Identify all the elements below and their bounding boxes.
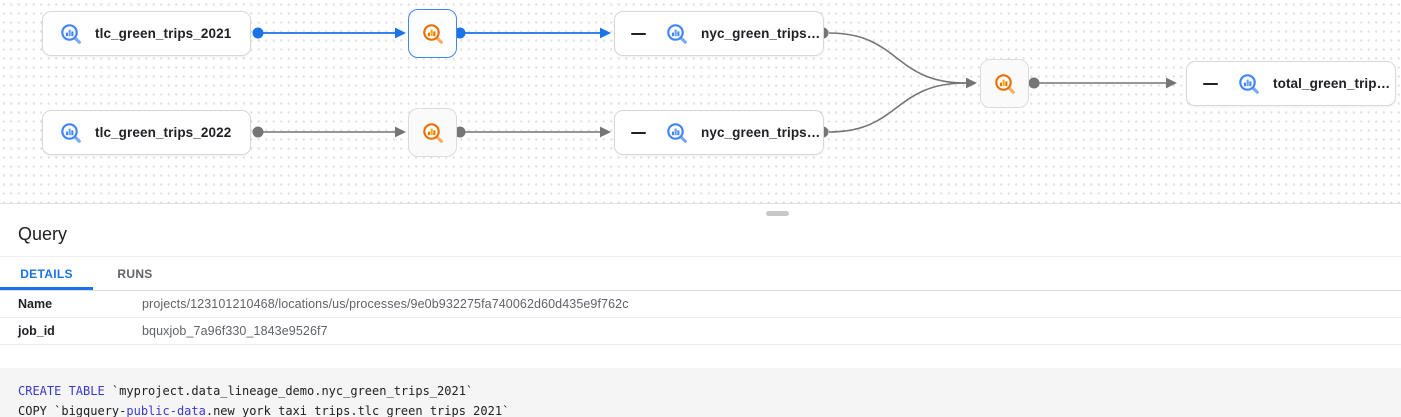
bigquery-table-icon	[667, 23, 687, 44]
panel-title: Query	[18, 224, 68, 244]
edge-nyc2021-merge	[828, 32, 967, 84]
detail-row-name: Name projects/123101210468/locations/us/…	[0, 291, 1401, 318]
node-process-job-2021[interactable]	[408, 9, 457, 58]
detail-label: job_id	[18, 324, 55, 338]
sql-keyword: public-data	[126, 404, 206, 417]
sql-line: CREATE TABLE `myproject.data_lineage_dem…	[18, 381, 1401, 401]
detail-label: Name	[18, 297, 53, 311]
output-port[interactable]	[1028, 77, 1040, 89]
divider	[0, 256, 1401, 257]
collapse-icon[interactable]	[631, 131, 646, 134]
detail-row-job-id: job_id bquxjob_7a96f330_1843e9526f7	[0, 318, 1401, 345]
node-label: nyc_green_trips…	[701, 26, 821, 41]
node-nyc-green-trips-2022[interactable]: nyc_green_trips…	[614, 110, 824, 155]
node-label: total_green_trip…	[1273, 76, 1391, 91]
node-tlc-green-trips-2021[interactable]: tlc_green_trips_2021	[42, 11, 251, 56]
bigquery-process-icon	[422, 122, 443, 143]
tab-runs[interactable]: RUNS	[117, 266, 153, 281]
node-label: nyc_green_trips…	[701, 125, 821, 140]
details-panel: Query DETAILS RUNS Name projects/1231012…	[0, 204, 1401, 417]
arrowhead-icon	[1166, 77, 1177, 89]
node-total-green-trips[interactable]: total_green_trip…	[1186, 61, 1396, 106]
node-label: tlc_green_trips_2022	[95, 125, 232, 140]
detail-value: projects/123101210468/locations/us/proce…	[142, 297, 629, 311]
arrowhead-icon	[966, 77, 977, 89]
sql-text: `myproject.data_lineage_demo.nyc_green_t…	[104, 384, 474, 398]
tab-details[interactable]: DETAILS	[20, 266, 73, 281]
arrowhead-icon	[600, 27, 611, 39]
node-process-merge-job[interactable]	[980, 59, 1029, 108]
bigquery-table-icon	[1239, 73, 1259, 94]
output-port[interactable]	[252, 27, 264, 39]
arrowhead-icon	[600, 126, 611, 138]
bigquery-process-icon	[422, 23, 443, 44]
bigquery-table-icon	[61, 122, 81, 143]
node-label: tlc_green_trips_2021	[95, 26, 232, 41]
panel-resize-handle[interactable]	[766, 211, 789, 216]
sql-query-code-block[interactable]: CREATE TABLE `myproject.data_lineage_dem…	[0, 368, 1401, 417]
collapse-icon[interactable]	[631, 32, 646, 35]
bigquery-table-icon	[61, 23, 81, 44]
edge-nyc2022-merge	[828, 82, 967, 133]
node-process-job-2022[interactable]	[408, 108, 457, 157]
sql-keyword: CREATE TABLE	[18, 384, 105, 398]
lineage-graph-canvas[interactable]: tlc_green_trips_2021 tlc_green_trips_202…	[0, 0, 1401, 204]
bigquery-table-icon	[667, 122, 687, 143]
node-tlc-green-trips-2022[interactable]: tlc_green_trips_2022	[42, 110, 251, 155]
sql-line: COPY `bigquery-public-data.new_york_taxi…	[18, 401, 1401, 417]
tab-bar: DETAILS RUNS	[0, 257, 1401, 291]
sql-text: .new_york_taxi_trips.tlc_green_trips_202…	[205, 404, 510, 417]
collapse-icon[interactable]	[1203, 82, 1218, 85]
bigquery-process-icon	[994, 73, 1015, 94]
sql-text: COPY `bigquery-	[18, 404, 127, 417]
detail-value: bquxjob_7a96f330_1843e9526f7	[142, 324, 328, 338]
output-port[interactable]	[252, 126, 264, 138]
arrowhead-icon	[395, 126, 406, 138]
node-nyc-green-trips-2021[interactable]: nyc_green_trips…	[614, 11, 824, 56]
active-tab-indicator	[0, 287, 93, 290]
arrowhead-icon	[395, 27, 406, 39]
